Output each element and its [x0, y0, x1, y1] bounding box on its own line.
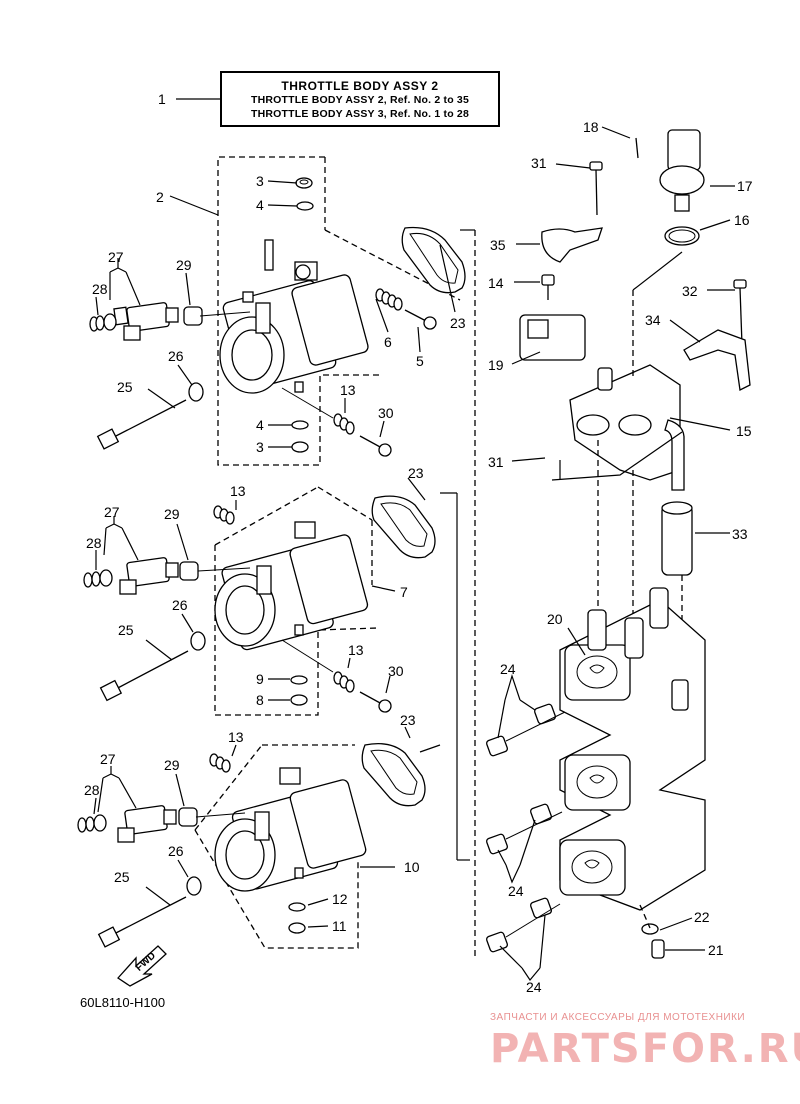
throttle-body-lower: [77, 742, 426, 949]
callout-26-middle: 26: [172, 597, 188, 613]
spring-13-middle: [333, 671, 355, 693]
port-lower: [559, 839, 626, 896]
callout-30: 30: [378, 405, 394, 421]
callout-17: 17: [737, 178, 753, 194]
callout-15: 15: [736, 423, 752, 439]
callout-25-lower: 25: [114, 869, 130, 885]
callout-30-middle: 30: [388, 663, 404, 679]
callout-11: 11: [332, 918, 347, 934]
port-middle: [564, 754, 631, 811]
callout-26-lower: 26: [168, 843, 184, 859]
callout-10: 10: [404, 859, 420, 875]
watermark-tagline: ЗАПЧАСТИ И АКСЕССУАРЫ ДЛЯ МОТОТЕХНИКИ: [490, 1012, 746, 1023]
right-assembly: [419, 129, 751, 960]
callout-2: 2: [156, 189, 164, 205]
callout-23-lower: 23: [400, 712, 416, 728]
callout-13-middle: 13: [348, 642, 364, 658]
throttle-body-upper: [89, 156, 466, 466]
callout-27: 27: [108, 249, 124, 265]
callout-19: 19: [488, 357, 504, 373]
callout-34: 34: [645, 312, 661, 328]
callout-22: 22: [694, 909, 710, 925]
callout-8: 8: [256, 692, 264, 708]
callout-7: 7: [400, 584, 408, 600]
throttle-body-middle: [83, 486, 436, 716]
callout-5: 5: [416, 353, 424, 369]
callout-13-lower: 13: [228, 729, 244, 745]
spring-13-upper: [333, 413, 355, 435]
spring-13-lower: [209, 753, 231, 773]
callout-25: 25: [117, 379, 133, 395]
fwd-arrow-icon: FWD: [117, 945, 167, 987]
callout-28-middle: 28: [86, 535, 102, 551]
callout-4-lower: 4: [256, 417, 264, 433]
callout-24-upper: 24: [500, 661, 516, 677]
injector-lower: [77, 805, 198, 843]
injector-middle: [83, 557, 199, 595]
callout-31: 31: [531, 155, 547, 171]
title-line-3: THROTTLE BODY ASSY 3, Ref. No. 1 to 28: [250, 108, 470, 120]
callout-13: 13: [340, 382, 356, 398]
dowels-middle: [486, 803, 552, 855]
callout-26: 26: [168, 348, 184, 364]
callout-35: 35: [490, 237, 506, 253]
callout-24-middle: 24: [508, 883, 524, 899]
dowels-upper: [486, 703, 556, 757]
callout-20: 20: [547, 611, 563, 627]
callout-33: 33: [732, 526, 748, 542]
port-upper: [564, 644, 631, 701]
callout-24-lower: 24: [526, 979, 542, 995]
spring-6: [375, 288, 403, 311]
title-line-2: THROTTLE BODY ASSY 2, Ref. No. 2 to 35: [250, 94, 470, 106]
callout-28: 28: [92, 281, 108, 297]
title-line-1: THROTTLE BODY ASSY 2: [281, 79, 439, 93]
callout-29-middle: 29: [164, 506, 180, 522]
callout-23-middle: 23: [408, 465, 424, 481]
callout-1: 1: [158, 91, 166, 107]
injector-upper: [89, 302, 203, 341]
callout-21: 21: [708, 942, 724, 958]
leader-lines: [93, 126, 735, 982]
callout-3: 3: [256, 173, 264, 189]
callout-28-lower: 28: [84, 782, 100, 798]
callout-32: 32: [682, 283, 698, 299]
callout-27-middle: 27: [104, 504, 120, 520]
callout-6: 6: [384, 334, 392, 350]
callout-9: 9: [256, 671, 264, 687]
callout-25-middle: 25: [118, 622, 134, 638]
callout-23: 23: [450, 315, 466, 331]
diagram-code: 60L8110-H100: [80, 995, 166, 1010]
callout-13-middle-top: 13: [230, 483, 246, 499]
title-box: THROTTLE BODY ASSY 2 THROTTLE BODY ASSY …: [220, 71, 500, 127]
watermark-logo: PARTSFOR.RU: [490, 1026, 800, 1072]
callout-3-lower: 3: [256, 439, 264, 455]
callout-labels: 1 2 3 4 27 28 29 23 6 5 26 25 13 30 4 3 …: [84, 91, 753, 995]
callout-27-lower: 27: [100, 751, 116, 767]
callout-14: 14: [488, 275, 504, 291]
callout-31-lower: 31: [488, 454, 504, 470]
callout-18: 18: [583, 119, 599, 135]
callout-16: 16: [734, 212, 750, 228]
callout-12: 12: [332, 891, 348, 907]
callout-4: 4: [256, 197, 264, 213]
spring-13-middle-top: [213, 505, 235, 525]
callout-29-lower: 29: [164, 757, 180, 773]
callout-29: 29: [176, 257, 192, 273]
